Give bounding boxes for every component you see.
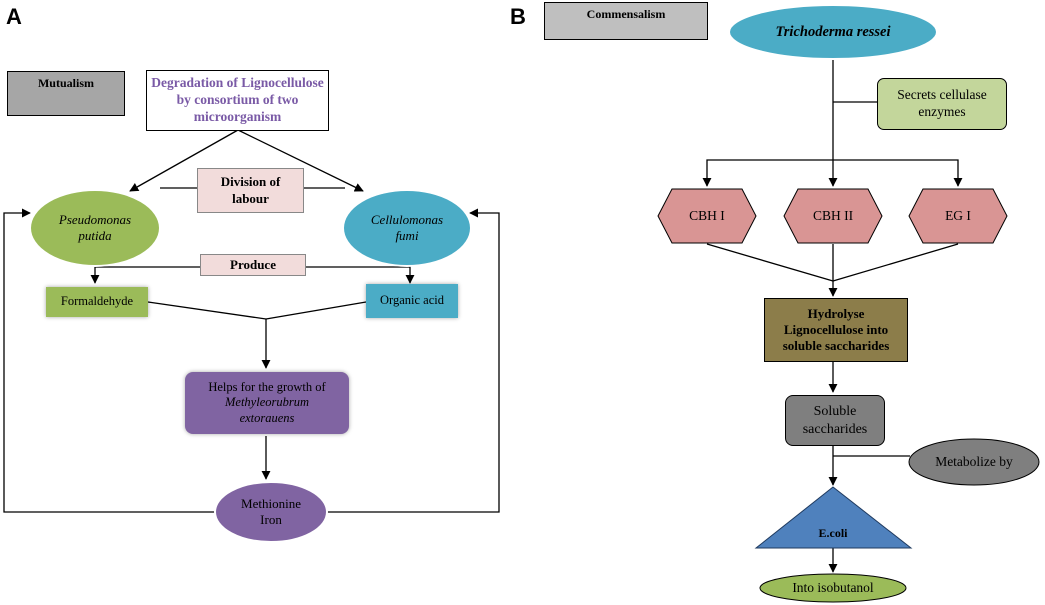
secretes-line-2: enzymes — [918, 104, 966, 119]
division-of-labour-box: Division of labour — [197, 168, 304, 213]
cbh2-label: CBH II — [812, 207, 854, 223]
eg1-label: EG I — [945, 207, 971, 223]
division-line-1: Division of — [220, 174, 281, 190]
feedback-arrow-right — [326, 208, 500, 513]
metabolize-ellipse — [908, 438, 1040, 486]
isobutanol-ellipse — [759, 573, 907, 603]
ecoli-triangle — [754, 486, 913, 549]
pseudomonas-label: Pseudomonas putida — [30, 200, 160, 256]
isobutanol-label: Into isobutanol — [792, 579, 874, 595]
secretes-line-1: Secrets cellulase — [897, 87, 987, 103]
hydrolyse-line-1: Hydrolyse — [807, 305, 865, 321]
pseudomonas-line-1: Pseudomonas — [58, 211, 132, 227]
growth-line-1: Helps for the growth of — [208, 379, 326, 394]
growth-box: Helps for the growth of Methyleorubrum e… — [185, 372, 349, 434]
degradation-title-box: Degradation of Lignocellulose by consort… — [146, 70, 329, 131]
soluble-line-1: Soluble — [813, 404, 857, 419]
pseudomonas-ellipse — [29, 189, 161, 267]
cellulomonas-line-2: fumi — [395, 228, 419, 243]
line-cbh1-join — [706, 243, 834, 282]
ecoli-label: E.coli — [818, 525, 848, 540]
panel-a-connectors — [3, 129, 500, 513]
trichoderma-ellipse — [728, 4, 938, 60]
methionine-line-2: Iron — [260, 512, 282, 527]
panel-b-connectors — [702, 58, 963, 573]
cbh2-hexagon — [783, 188, 883, 244]
soluble-saccharides-box: Soluble saccharides — [785, 395, 885, 446]
hydrolyse-line-2: Lignocellulose into — [783, 321, 889, 337]
organic-acid-box: Organic acid — [366, 284, 458, 318]
commensalism-tag: Commensalism — [544, 2, 708, 40]
cellulomonas-ellipse — [342, 189, 472, 267]
hydrolyse-line-3: soluble saccharides — [782, 338, 890, 354]
cbh1-hexagon — [657, 188, 757, 244]
line-formaldehyde-join — [147, 301, 267, 320]
methionine-ellipse — [214, 481, 328, 543]
title-line-2: by consortium of two — [176, 92, 299, 108]
feedback-arrow-left — [3, 208, 216, 513]
arrow-title-to-cellulomonas — [237, 129, 364, 192]
arrow-to-eg1 — [833, 159, 963, 187]
cellulomonas-line-1: Cellulomonas — [370, 211, 444, 227]
produce-box: Produce — [200, 254, 306, 276]
panel-a-letter: A — [6, 4, 22, 29]
arrow-title-to-pseudomonas — [129, 129, 239, 192]
growth-line-3: extorauens — [239, 410, 295, 425]
title-line-3: microorganism — [193, 108, 282, 124]
hydrolyse-box: Hydrolyse Lignocellulose into soluble sa… — [764, 298, 908, 362]
line-eg1-join — [832, 243, 959, 282]
panel-b-letter: B — [510, 4, 526, 29]
methionine-line-1: Methionine — [241, 495, 301, 511]
methionine-label: Methionine Iron — [215, 484, 327, 540]
cbh1-label: CBH I — [689, 207, 725, 223]
arrow-to-cbh1 — [702, 159, 833, 187]
division-line-2: labour — [232, 190, 269, 206]
line-organic-acid-join — [265, 301, 367, 320]
cellulomonas-label: Cellulomonas fumi — [343, 200, 471, 256]
secretes-enzymes-box: Secrets cellulase enzymes — [877, 78, 1007, 130]
formaldehyde-box: Formaldehyde — [46, 287, 148, 317]
metabolize-label: Metabolize by — [935, 453, 1013, 469]
title-line-1: Degradation of Lignocellulose — [151, 75, 324, 91]
pseudomonas-line-2: putida — [78, 228, 112, 243]
eg1-hexagon — [908, 188, 1008, 244]
mutualism-tag: Mutualism — [7, 71, 125, 116]
soluble-line-2: saccharides — [802, 421, 868, 437]
trichoderma-label: Trichoderma ressei — [775, 23, 891, 40]
growth-line-2: Methyleorubrum — [224, 395, 309, 410]
